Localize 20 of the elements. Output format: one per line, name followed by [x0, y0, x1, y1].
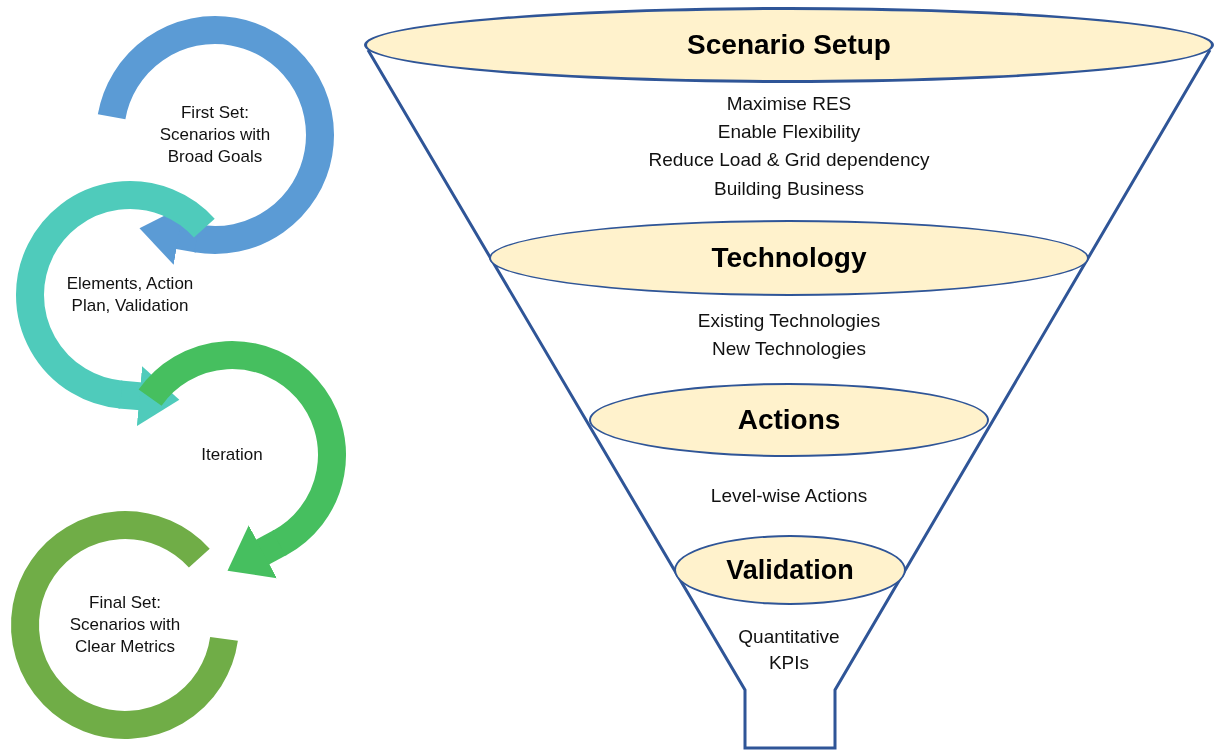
funnel	[362, 5, 1214, 750]
funnel-text: Quantitative	[738, 626, 840, 648]
funnel-text: KPIs	[768, 652, 810, 674]
funnel-text: Building Business	[714, 178, 864, 200]
stage-title: Scenario Setup	[687, 29, 891, 61]
funnel-text: Existing Technologies	[697, 310, 881, 332]
step-text: Elements, Action Plan, Validation	[65, 272, 195, 317]
stage-title: Technology	[711, 242, 867, 274]
arrow-head	[227, 525, 288, 579]
step-text: Final Set: Scenarios with Clear Metrics	[68, 591, 182, 659]
funnel-text: Reduce Load & Grid dependency	[648, 149, 930, 171]
funnel-text: Level-wise Actions	[710, 485, 868, 507]
step-text: First Set: Scenarios with Broad Goals	[158, 101, 272, 169]
funnel-text: New Technologies	[712, 338, 866, 360]
funnel-text: Enable Flexibility	[717, 121, 861, 143]
step-text: Iteration	[200, 443, 264, 466]
stage-title: Validation	[726, 554, 854, 586]
funnel-text: Maximise RES	[726, 93, 852, 115]
arrow-head	[118, 366, 180, 427]
stage-title: Actions	[737, 404, 841, 436]
